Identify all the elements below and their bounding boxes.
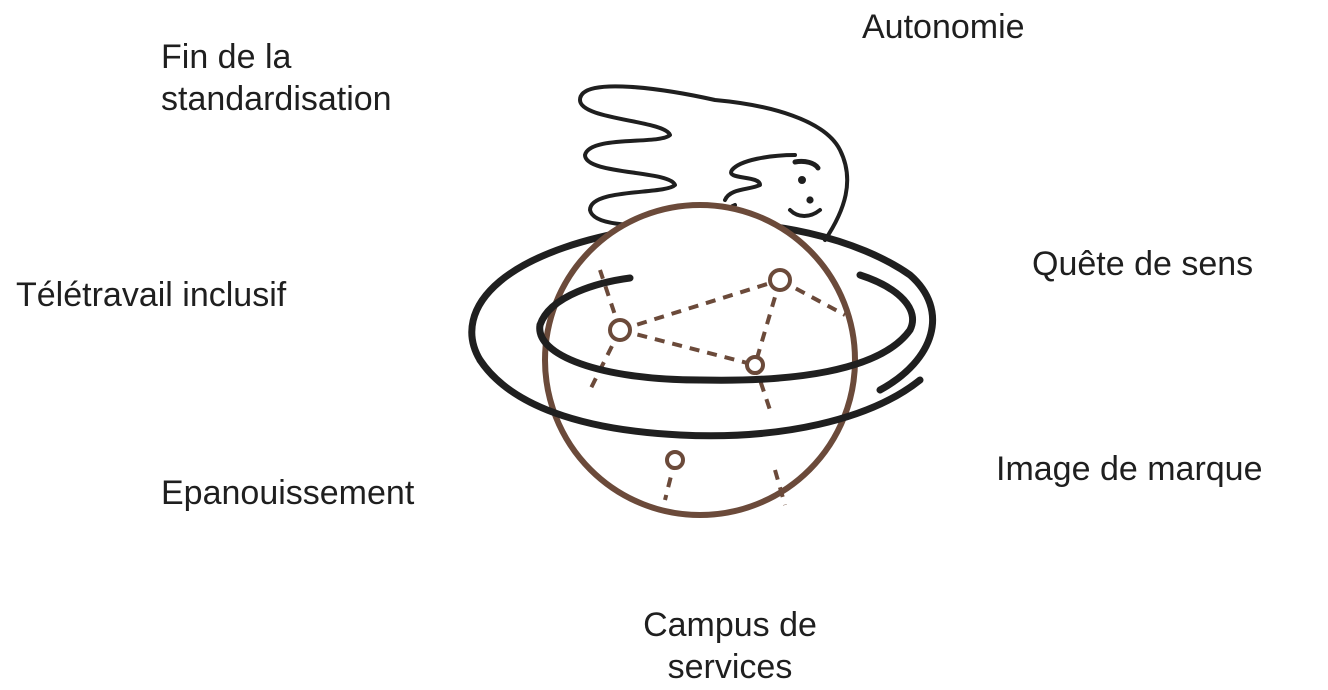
- ring-icon: [476, 271, 924, 440]
- label-epanouissement: Epanouissement: [161, 474, 415, 512]
- head-icon: [578, 84, 850, 242]
- label-image-de-marque: Image de marque: [996, 450, 1263, 488]
- label-campus-de-services: Campus de services: [643, 606, 817, 686]
- central-illustration: [468, 84, 937, 518]
- label-fin-standardisation: Fin de la standardisation: [161, 38, 392, 118]
- label-autonomie: Autonomie: [862, 8, 1025, 46]
- planet-icon: [542, 202, 858, 518]
- label-teletravail-inclusif: Télétravail inclusif: [16, 276, 287, 314]
- label-quete-de-sens: Quête de sens: [1032, 245, 1254, 283]
